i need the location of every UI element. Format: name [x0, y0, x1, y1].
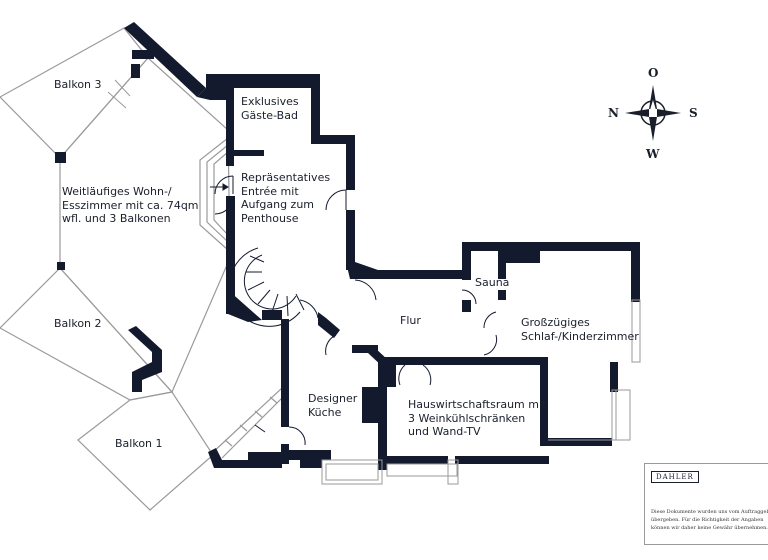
- spiral-staircase: [228, 247, 305, 327]
- disclaimer-text: Diese Dokumente wurden uns vom Auftragge…: [651, 508, 768, 532]
- disclaimer-line-3: können wir daher keine Gewähr übernehmen…: [651, 525, 768, 531]
- label-entree-line-1: Repräsentatives: [241, 171, 331, 184]
- brand-logo: DAHLER: [651, 471, 699, 483]
- label-entree-line-3: Aufgang zum: [241, 198, 315, 211]
- label-balkon-3: Balkon 3: [54, 78, 102, 91]
- doors: [210, 175, 498, 446]
- compass-north: N: [608, 106, 619, 120]
- label-entree-line-4: Penthouse: [241, 211, 299, 225]
- balkon-2-outline: [0, 267, 174, 401]
- label-entree: Repräsentatives Entrée mit Aufgang zum P…: [241, 171, 330, 225]
- label-wohn-line-1: Weitläufiges Wohn-/: [62, 185, 172, 198]
- label-hwr-line-3: und Wand-TV: [408, 425, 481, 438]
- label-entree-line-2: Entrée mit: [241, 184, 299, 198]
- label-gaeste-bad: Exklusives Gäste-Bad: [241, 95, 299, 122]
- disclaimer-box: [644, 463, 768, 545]
- entree-door-swing: [214, 175, 234, 195]
- label-schlaf-line-2: Schlaf-/Kinderzimmer: [521, 329, 639, 343]
- balkon-3-outline: [0, 27, 149, 159]
- label-gaestebad-line-1: Exklusives: [241, 95, 299, 108]
- label-balkon-1: Balkon 1: [115, 437, 163, 450]
- label-hauswirtschaftsraum: Hauswirtschaftsraum mit 3 Weinkühlschrän…: [408, 398, 546, 439]
- disclaimer-line-2: übergeben. Für die Richtigkeit der Angab…: [651, 517, 764, 523]
- entree-bay-window: [199, 137, 229, 251]
- hwr-door-swing: [398, 364, 406, 386]
- compass-east: O: [648, 66, 659, 80]
- side-stair: [209, 387, 289, 459]
- wall-balkon3-top: [124, 22, 206, 97]
- label-schlafzimmer: Großzügiges Schlaf-/Kinderzimmer: [521, 316, 639, 343]
- label-kueche-line-2: Küche: [308, 405, 342, 419]
- label-hwr-line-2: 3 Weinkühlschränken: [408, 411, 526, 425]
- label-wohn-line-3: wfl. und 3 Balkonen: [62, 212, 171, 225]
- schlaf-door-swing: [483, 311, 497, 329]
- disclaimer-line-1: Diese Dokumente wurden uns vom Auftragge…: [651, 509, 768, 515]
- label-gaestebad-line-2: Gäste-Bad: [241, 108, 298, 122]
- flur-door-swing: [325, 189, 347, 211]
- label-sauna: Sauna: [475, 276, 510, 289]
- windows: [107, 79, 641, 485]
- compass-south: S: [689, 106, 698, 120]
- label-schlaf-line-1: Großzügiges: [521, 316, 590, 329]
- label-wohn-esszimmer: Weitläufiges Wohn-/ Esszimmer mit ca. 74…: [62, 185, 199, 226]
- compass-west: W: [646, 147, 660, 161]
- label-balkon-2: Balkon 2: [54, 317, 102, 330]
- label-kueche-line-1: Designer: [308, 392, 358, 405]
- label-flur: Flur: [400, 314, 421, 327]
- label-kueche: Designer Küche: [308, 392, 357, 419]
- label-hwr-line-1: Hauswirtschaftsraum mit: [408, 398, 547, 411]
- label-wohn-line-2: Esszimmer mit ca. 74qm: [62, 198, 199, 212]
- walls: [55, 22, 640, 470]
- kueche-window: [321, 459, 383, 485]
- compass: [625, 85, 681, 141]
- balkon-1-outline: [77, 391, 214, 511]
